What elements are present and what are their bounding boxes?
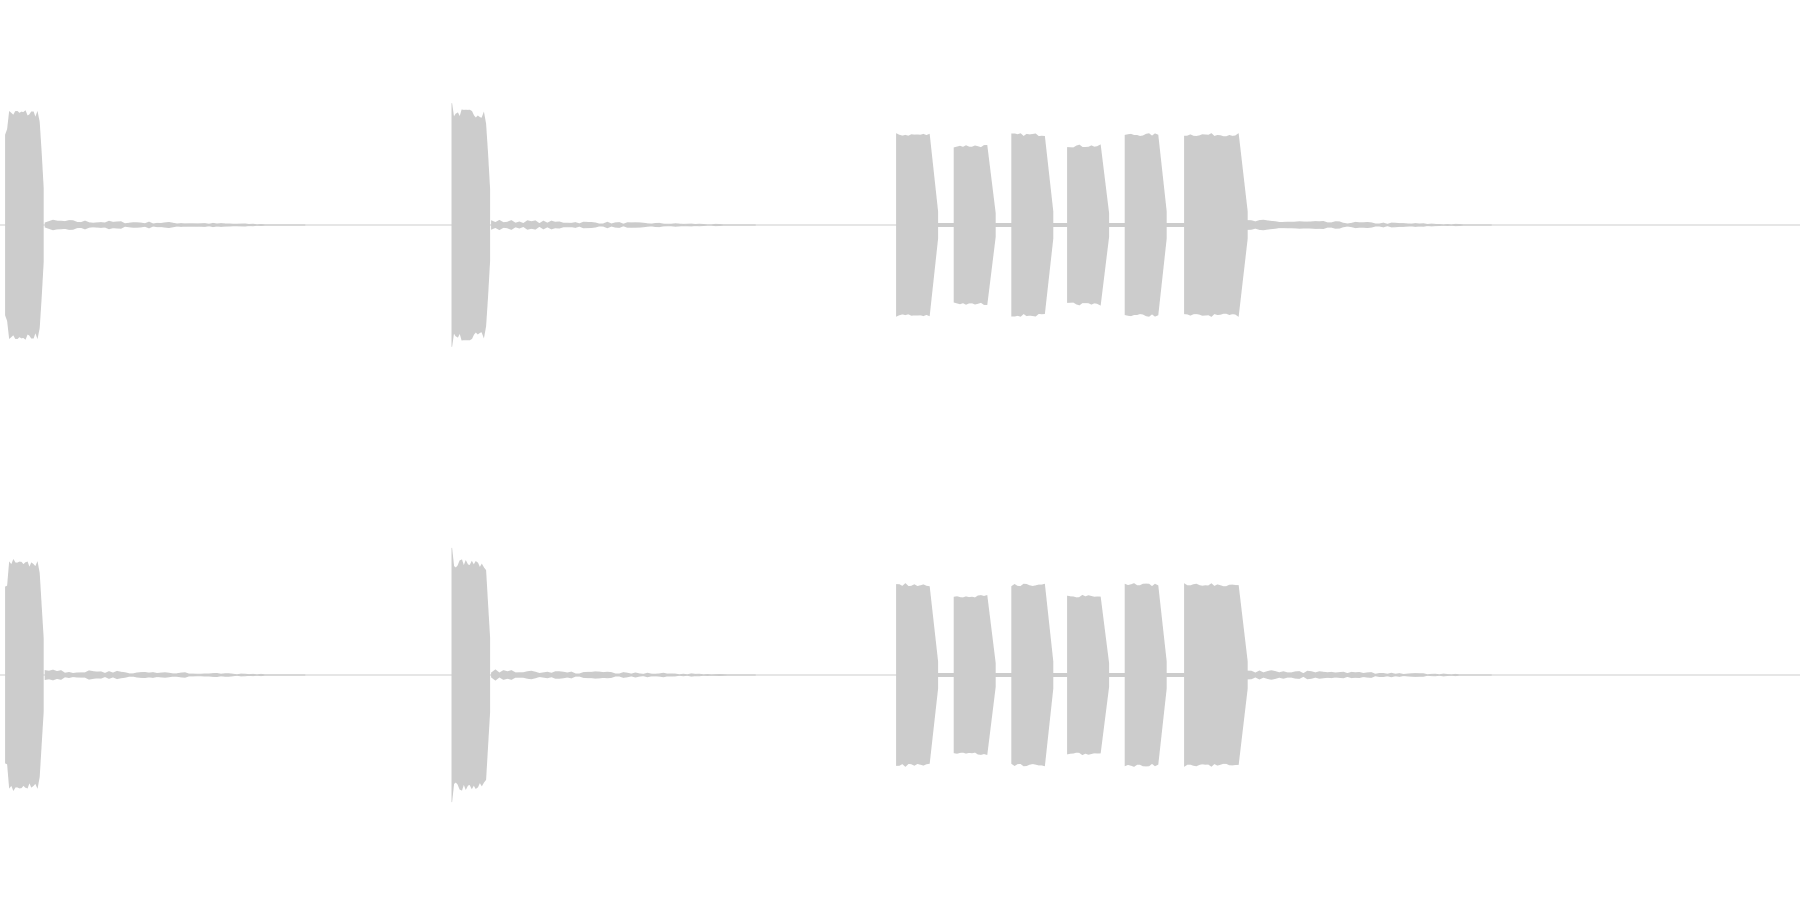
waveform-segment-burst — [451, 547, 491, 803]
waveform-segment-tail — [1247, 219, 1492, 231]
waveform-segment-tail — [491, 669, 756, 681]
waveform-segment-tone — [953, 595, 996, 755]
waveform-gap-signal — [937, 223, 954, 227]
waveform-segment-tail — [44, 219, 306, 231]
waveform-segment-tone — [1124, 133, 1167, 317]
waveform-channel-2[interactable] — [0, 450, 1800, 900]
waveform-gap-signal — [995, 223, 1012, 227]
waveform-gap-signal — [1166, 673, 1185, 677]
waveform-segment-burst — [5, 559, 44, 791]
waveform-segment-tone — [1011, 133, 1054, 317]
waveform-channel-1[interactable] — [0, 0, 1800, 450]
waveform-gap-signal — [1166, 223, 1185, 227]
waveform-segment-tone — [1184, 133, 1248, 317]
waveform-segment-burst — [451, 103, 491, 347]
waveform-segment-tone — [896, 583, 939, 767]
waveform-gap-signal — [937, 673, 954, 677]
waveform-segment-tone — [953, 144, 996, 306]
waveform-gap-signal — [1108, 673, 1125, 677]
waveform-gap-signal — [1053, 223, 1068, 227]
waveform-gap-signal — [1108, 223, 1125, 227]
waveform-segment-tone — [896, 133, 939, 317]
waveform-channel-2-plot — [0, 547, 1800, 803]
waveform-gap-signal — [1053, 673, 1068, 677]
waveform-segment-tone — [1011, 583, 1054, 767]
waveform-channel-1-plot — [0, 103, 1800, 347]
waveform-segment-tail — [1247, 670, 1492, 680]
waveform-segment-tone — [1184, 583, 1248, 767]
waveform-segment-tail — [491, 219, 756, 231]
waveform-segment-tone — [1067, 144, 1110, 306]
waveform-segment-burst — [5, 110, 44, 340]
waveform-segment-tone — [1067, 594, 1110, 756]
waveform-segment-tail — [44, 669, 306, 681]
waveform-segment-tone — [1124, 583, 1167, 767]
waveform-gap-signal — [995, 673, 1012, 677]
